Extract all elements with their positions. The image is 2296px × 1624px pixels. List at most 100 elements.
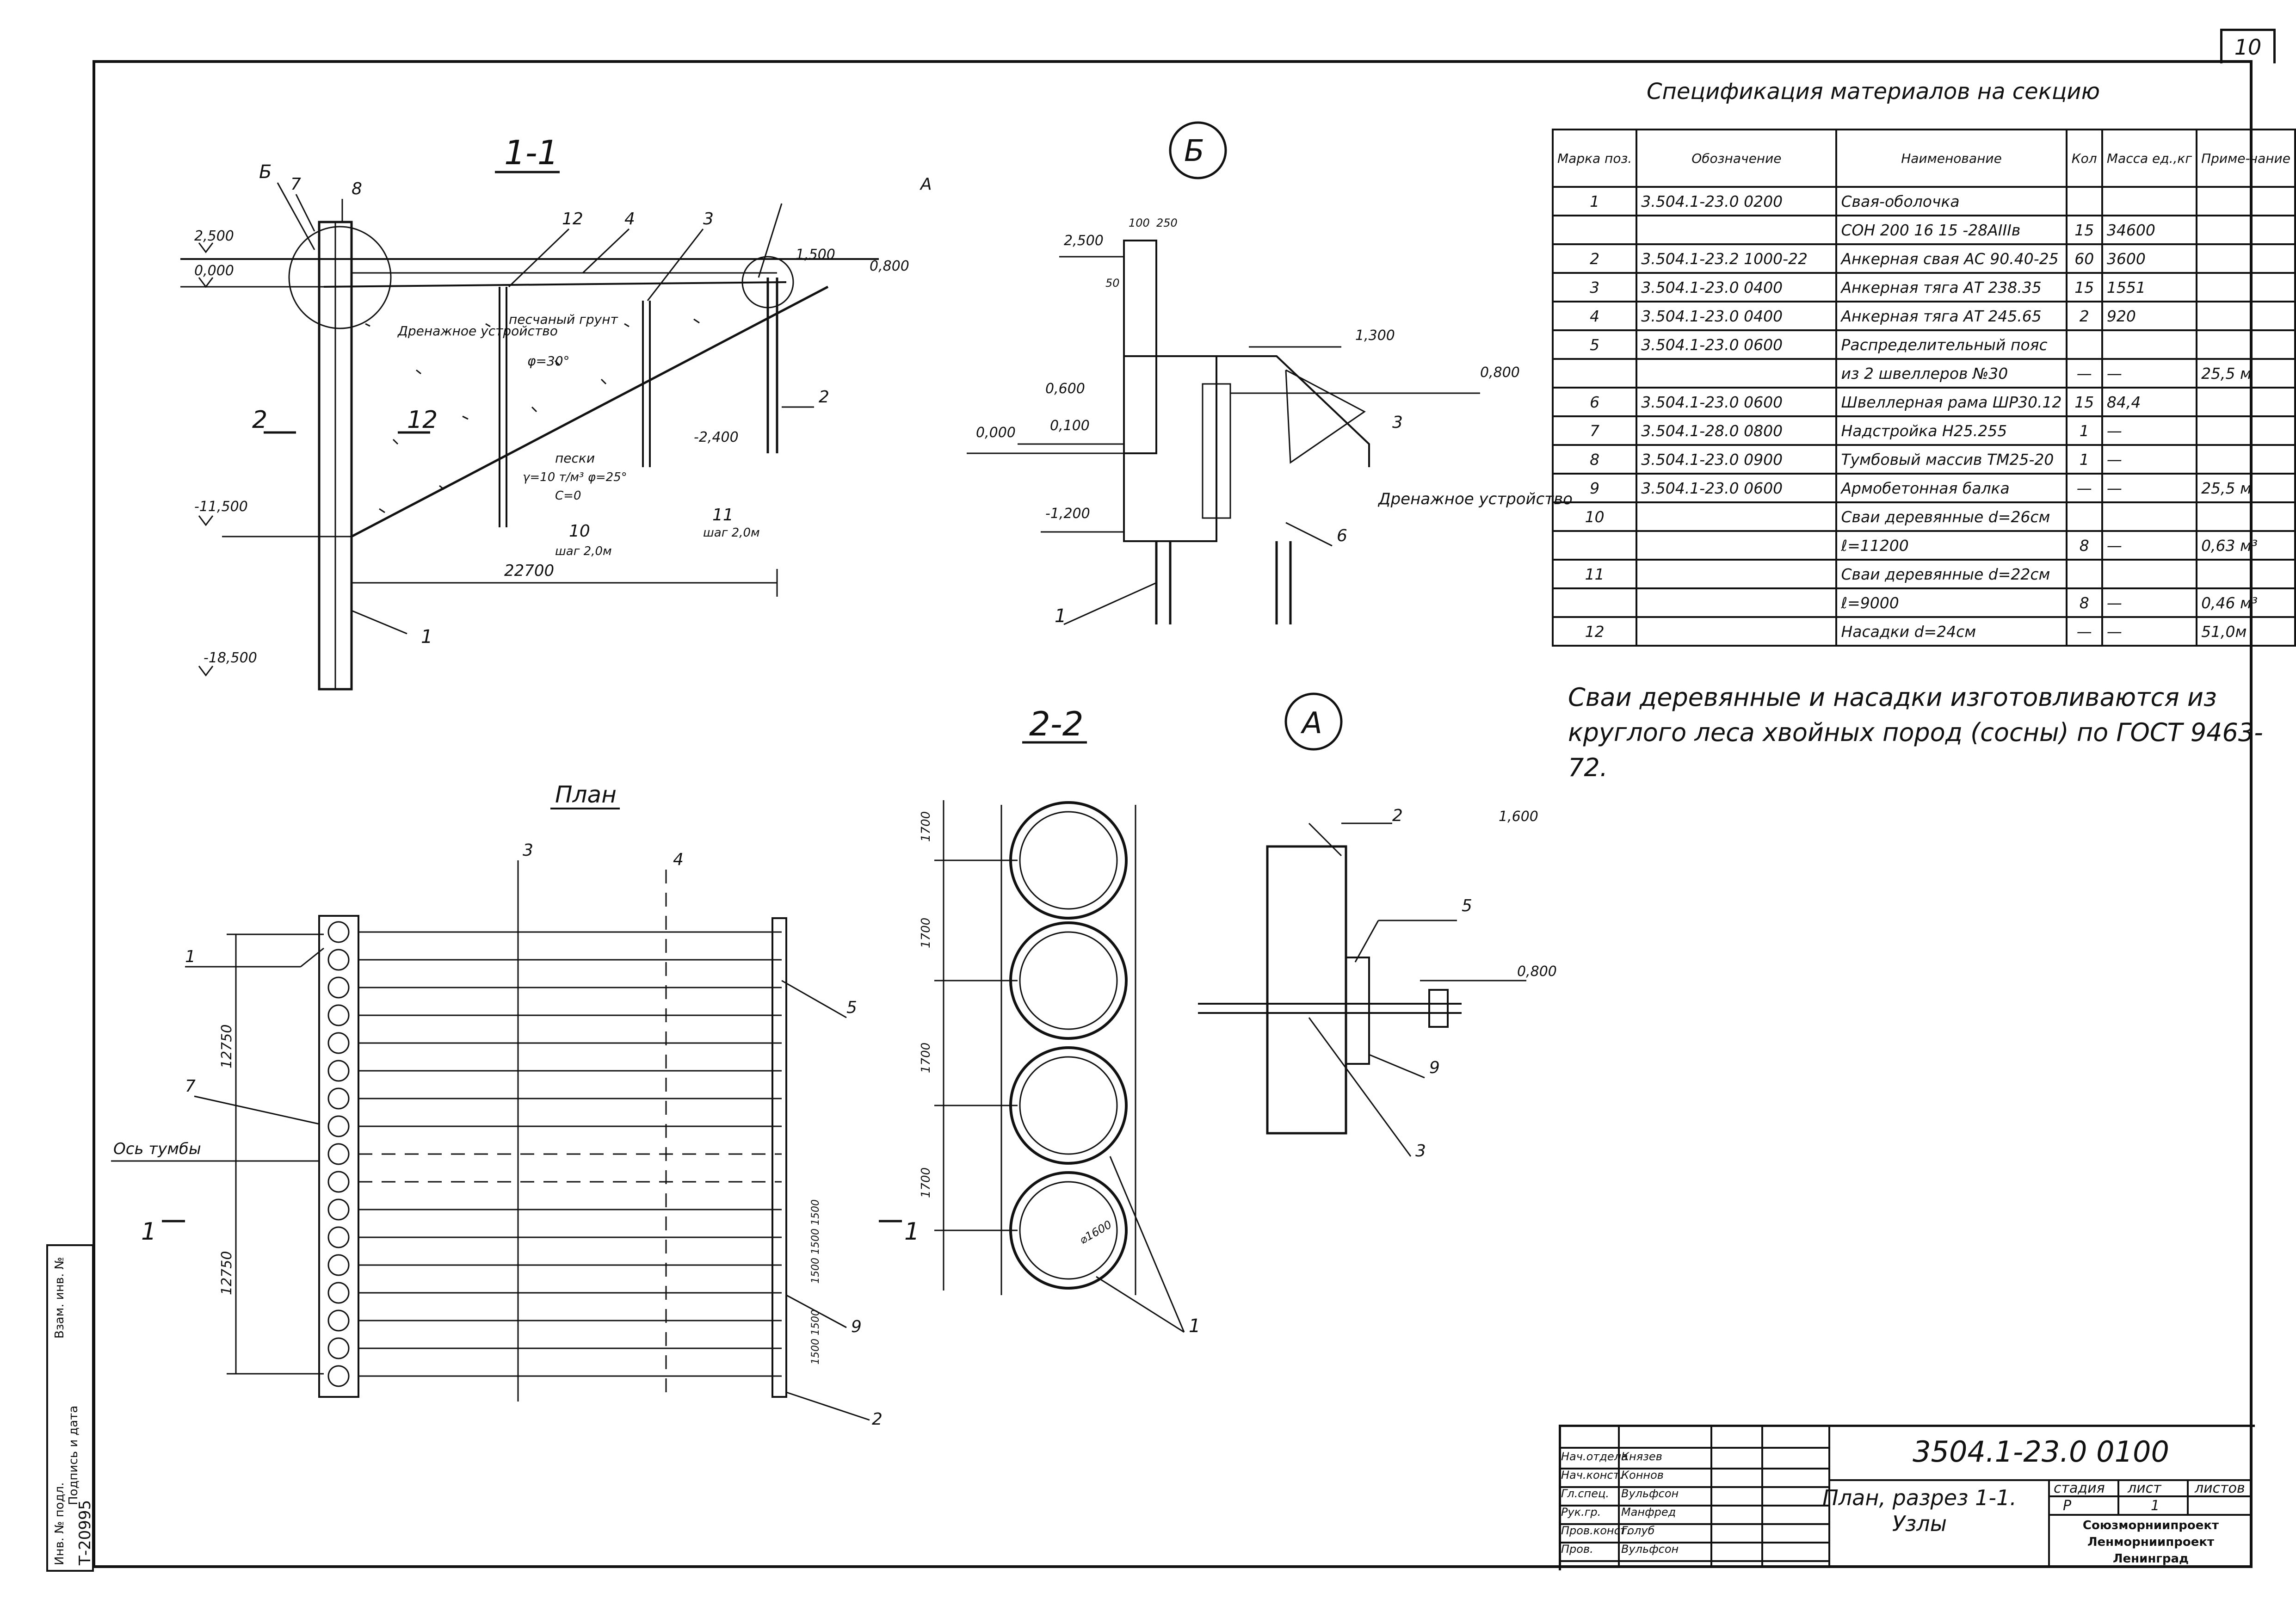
spec-cell: 15 [2065, 387, 2103, 417]
spec-cell: 4 [1551, 301, 1638, 331]
spec-cell: Свая-оболочка [1835, 186, 2068, 216]
role-title: Гл.спец. [1561, 1487, 1609, 1500]
spec-cell: 8 [1551, 444, 1638, 475]
spec-cell: 1 [2065, 415, 2103, 446]
na-label-9: 9 [1429, 1058, 1440, 1077]
role-name: Голуб [1621, 1524, 1655, 1537]
spec-cell [2196, 272, 2296, 303]
spec-cell: Надстройка Н25.255 [1835, 415, 2068, 446]
label-c0: C=0 [555, 489, 581, 503]
nb-level-0600: 0,600 [1045, 381, 1085, 397]
sheet-name: План, разрез 1-1. Узлы [1822, 1485, 2017, 1536]
spec-cell: 84,4 [2101, 387, 2198, 417]
spec-cell [1551, 587, 1638, 618]
cut-2-left: 2 [252, 406, 267, 434]
spec-cell: 3.504.1-23.0 0900 [1636, 444, 1838, 475]
nb-label-1: 1 [1055, 605, 1066, 627]
role-title: Нач.отдела [1561, 1450, 1628, 1463]
spec-cell [1551, 215, 1638, 245]
role-name: Вульфсон [1621, 1487, 1679, 1500]
spec-cell: 3.504.1-23.2 1000-22 [1636, 243, 1838, 274]
spec-cell: 3600 [2101, 243, 2198, 274]
plan-label-4: 4 [673, 850, 684, 869]
stamp-inst: Взам. инв. № [53, 1257, 67, 1339]
plan-dims-b: 1500 1500 [810, 1309, 821, 1365]
spec-cell: — [2101, 587, 2198, 618]
spec-cell: Тумбовый массив ТМ25-20 [1835, 444, 2068, 475]
spec-cell: 3.504.1-23.0 0400 [1636, 272, 1838, 303]
nb-level-1200: -1,200 [1045, 506, 1090, 522]
plan-axis-label: Ось тумбы [113, 1140, 201, 1158]
spec-cell: 1 [1551, 186, 1638, 216]
drawing-code: 3504.1-23.0 0100 [1829, 1425, 2253, 1481]
sheet-value: 1 [2151, 1498, 2160, 1514]
spec-cell [2196, 501, 2296, 532]
stamp-number: Т-20995 [76, 1500, 94, 1565]
spec-row: из 2 швеллеров №30——25,5 м [1551, 358, 2296, 389]
spec-cell [1551, 358, 1638, 389]
label-sands-props: γ=10 т/м³ φ=25° [523, 470, 627, 484]
drawing-frame [93, 60, 2253, 1568]
spec-table: Марка поз. Обозначение Наименование Кол … [1551, 129, 2296, 647]
spec-cell: 25,5 м [2196, 358, 2296, 389]
dim-100: 100 [1129, 216, 1150, 229]
spec-header: Масса ед.,кг [2101, 129, 2198, 188]
role-name: Князев [1621, 1450, 1662, 1463]
s22-dim-1: 1700 [919, 811, 933, 842]
spec-cell: 12 [1551, 616, 1638, 647]
label-1: 1 [421, 626, 432, 648]
spec-cell [2196, 215, 2296, 245]
role-name: Вульфсон [1621, 1543, 1679, 1556]
label-12-top: 12 [562, 210, 583, 228]
view-title-node-b: Б [1184, 134, 1204, 168]
spec-cell: 15 [2065, 272, 2103, 303]
spec-cell: Анкерная свая АС 90.40-25 [1835, 243, 2068, 274]
org-2: Ленморниипроект [2087, 1535, 2215, 1549]
nb-level-0000: 0,000 [976, 425, 1016, 441]
spec-cell: 60 [2065, 243, 2103, 274]
stamp-inv: Инв. № подл. [53, 1482, 67, 1565]
spec-cell [2196, 186, 2296, 216]
spec-cell [2065, 559, 2103, 589]
level-0800: 0,800 [870, 258, 909, 274]
spec-cell [2101, 329, 2198, 360]
nb-level-1300: 1,300 [1355, 327, 1395, 344]
sheet-number: 10 [2220, 29, 2276, 63]
spec-cell: из 2 швеллеров №30 [1835, 358, 2068, 389]
plan-label-9: 9 [851, 1317, 862, 1336]
spec-cell: ℓ=9000 [1835, 587, 2068, 618]
nb-label-3: 3 [1392, 413, 1403, 432]
spec-cell [1636, 501, 1838, 532]
s22-dim-2: 1700 [919, 918, 933, 948]
spec-cell [1636, 530, 1838, 561]
spec-cell: 3.504.1-23.0 0600 [1636, 329, 1838, 360]
spec-cell [1636, 559, 1838, 589]
label-3: 3 [703, 210, 714, 228]
spec-cell: 6 [1551, 387, 1638, 417]
plan-label-5: 5 [846, 998, 857, 1017]
spec-cell: — [2101, 358, 2198, 389]
spec-cell: 3.504.1-23.0 0600 [1636, 387, 1838, 417]
spec-cell [2196, 559, 2296, 589]
spec-cell: Армобетонная балка [1835, 473, 2068, 503]
spec-cell: — [2065, 358, 2103, 389]
plan-dim-12750-bottom: 12750 [219, 1251, 235, 1295]
spec-cell: 3.504.1-23.0 0600 [1636, 473, 1838, 503]
na-label-5: 5 [1462, 896, 1472, 915]
spec-cell: 1551 [2101, 272, 2198, 303]
na-level-0800: 0,800 [1517, 963, 1557, 980]
spec-cell: 5 [1551, 329, 1638, 360]
plan-label-3: 3 [523, 841, 533, 860]
stamp-sign: Подпись и дата [67, 1405, 80, 1505]
label-7: 7 [290, 175, 301, 194]
spec-header: Обозначение [1636, 129, 1838, 188]
